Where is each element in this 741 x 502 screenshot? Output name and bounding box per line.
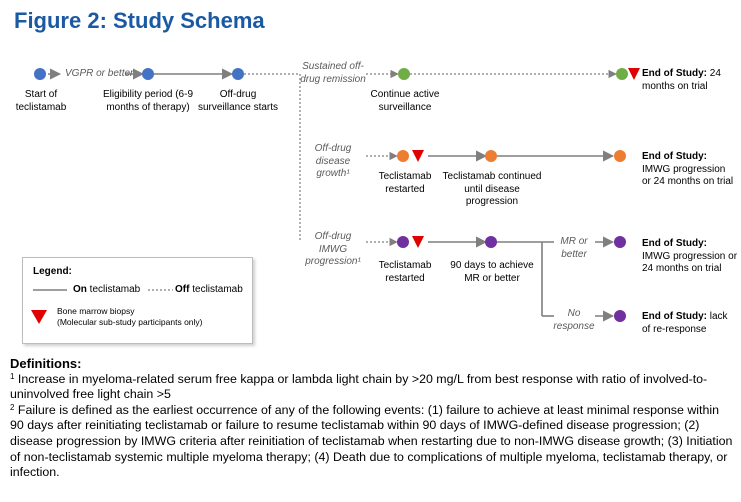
figure-title: Figure 2: Study Schema [14, 8, 265, 33]
definitions-heading: Definitions: [10, 356, 82, 371]
label-end-remission: End of Study: 24 months on trial [642, 68, 721, 92]
label-vgpr: VGPR or better [65, 68, 134, 79]
node-end-remission [616, 68, 628, 80]
label-sustained-remission: Sustained off-drug remission [300, 61, 366, 85]
node-teclistamab-restarted-2 [397, 236, 409, 248]
node-eligibility [142, 68, 154, 80]
biopsy-marker-restart-2 [412, 236, 424, 248]
legend-on-teclistamab: On teclistamab [73, 284, 141, 295]
node-continue-surveillance [398, 68, 410, 80]
schema-diagram [34, 68, 640, 322]
node-end-imwg-1 [614, 236, 626, 248]
node-end-imwg-2 [614, 310, 626, 322]
legend-title: Legend: [33, 266, 72, 277]
biopsy-marker-restart-1 [412, 150, 424, 162]
node-end-disease [614, 150, 626, 162]
node-start [34, 68, 46, 80]
node-offdrug [232, 68, 244, 80]
legend-off-teclistamab: Off teclistamab [175, 284, 243, 295]
bone-marrow-biopsy-icon [31, 310, 47, 324]
definition-1: 1 Increase in myeloma-related serum free… [10, 371, 708, 402]
legend-biopsy: Bone marrow biopsy(Molecular sub-study p… [57, 306, 203, 327]
node-teclistamab-restarted-1 [397, 150, 409, 162]
label-end-imwg-2: End of Study: lack of re-response [642, 311, 728, 335]
legend: Legend: On teclistamab Off teclistamab B… [22, 257, 253, 344]
node-teclistamab-continued [485, 150, 497, 162]
biopsy-marker-end-remission [628, 68, 640, 80]
legend-symbols [31, 289, 173, 324]
definitions: Definitions: 1 Increase in myeloma-relat… [10, 356, 735, 481]
node-90-days [485, 236, 497, 248]
definition-2: 2 Failure is defined as the earliest occ… [10, 402, 733, 480]
